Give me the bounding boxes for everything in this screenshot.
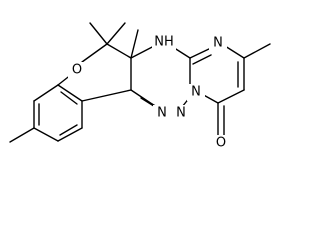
atom-label-o-carbonyl: O	[212, 135, 230, 152]
methyl-bond-gem-1	[89, 22, 108, 45]
methyl-bond-pyrimidine	[243, 43, 271, 59]
svg-text:O: O	[72, 63, 82, 78]
triazine-ring	[130, 43, 191, 113]
methyl-bond-gem-2	[106, 22, 126, 45]
svg-text:N: N	[213, 36, 223, 51]
atom-label-n-triazine-b: N	[172, 105, 190, 122]
benzene-ring	[33, 84, 83, 142]
atom-label-n-pyrimidine: N	[209, 35, 227, 52]
atom-label-n-triazine-a: N	[153, 105, 171, 122]
methyl-bond-benzene	[9, 127, 35, 143]
atom-label-nh: NH	[152, 34, 176, 51]
atom-label-o-pyran: O	[68, 62, 86, 79]
svg-text:N: N	[176, 106, 186, 121]
svg-text:N: N	[157, 106, 167, 121]
pyran-ring	[57, 43, 132, 102]
chemical-structure: O NH N N N N O	[9, 22, 271, 152]
atom-label-n-bridgehead: N	[187, 84, 205, 101]
svg-text:NH: NH	[154, 35, 174, 50]
svg-text:O: O	[216, 136, 226, 151]
svg-text:N: N	[191, 85, 201, 100]
methyl-bond-ring-junction	[130, 29, 139, 59]
